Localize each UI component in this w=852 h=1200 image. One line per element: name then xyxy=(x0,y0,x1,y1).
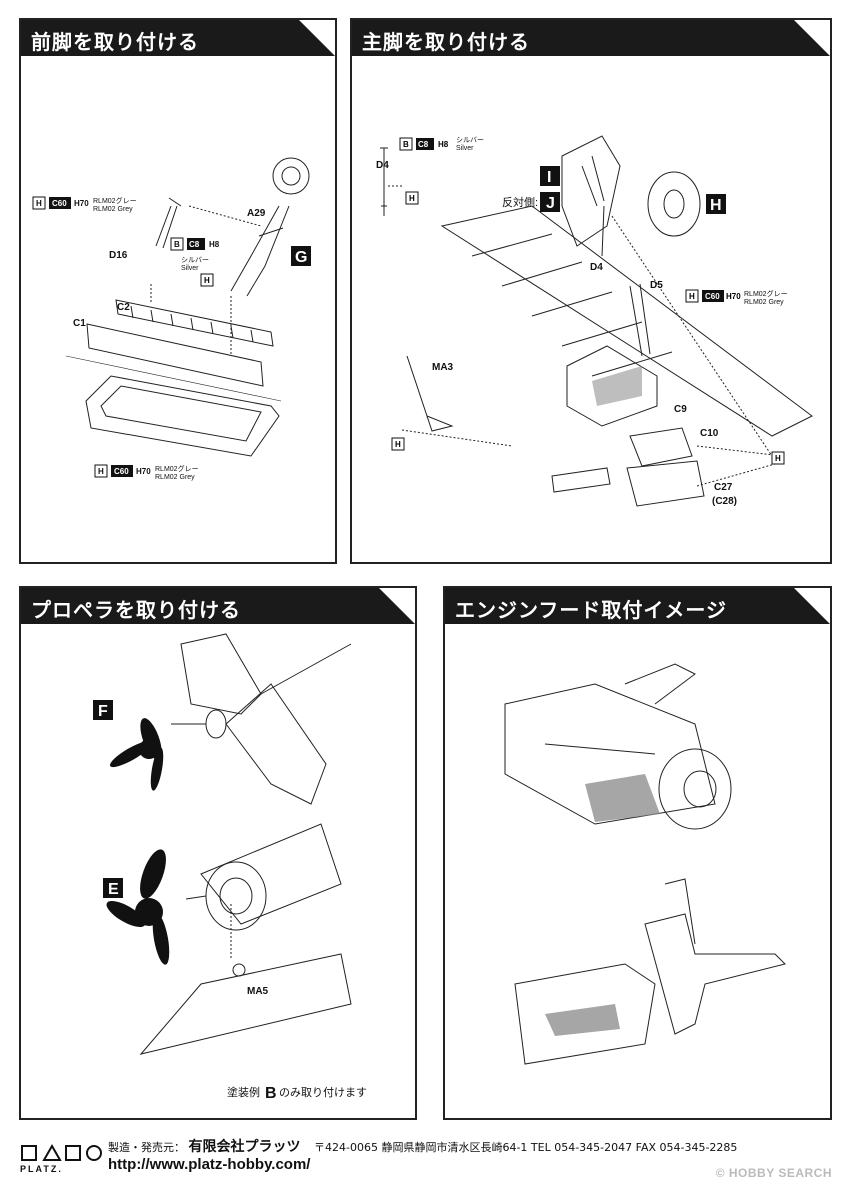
svg-text:H: H xyxy=(98,467,104,476)
callout-i-badge xyxy=(540,166,560,186)
paint-callout-silver: B C8 H8 シルバー Silver xyxy=(399,136,484,152)
h-marker-ma3 xyxy=(391,437,405,451)
svg-text:H: H xyxy=(36,199,42,208)
callout-g-badge xyxy=(291,246,311,266)
svg-text:H8: H8 xyxy=(438,140,449,149)
part-d16: D16 xyxy=(109,250,128,261)
callout-h-letter: H xyxy=(710,197,722,214)
part-d4-pin: D4 xyxy=(376,160,389,171)
svg-text:B: B xyxy=(403,140,409,149)
svg-text:Silver: Silver xyxy=(456,145,474,152)
scheme-note-post: のみ取り付けます xyxy=(279,1086,367,1099)
part-ma3: MA3 xyxy=(432,362,454,373)
svg-text:H: H xyxy=(689,292,695,301)
part-c10: C10 xyxy=(700,428,719,439)
panel-hood: エンジンフード取付イメージ xyxy=(443,586,832,1120)
part-ma5: MA5 xyxy=(247,986,269,997)
panel-nose-gear: 前脚を取り付ける A29 D16 C1 C2 xyxy=(19,18,337,564)
part-c9: C9 xyxy=(674,404,687,415)
svg-text:H70: H70 xyxy=(726,292,741,301)
address: 〒424-0065 静岡県静岡市清水区長崎64-1 TEL 054-345-20… xyxy=(314,1141,738,1154)
callout-h-badge xyxy=(706,194,726,214)
panel-title: エンジンフード取付イメージ xyxy=(455,598,727,622)
svg-text:H70: H70 xyxy=(74,199,89,208)
callout-e-letter: E xyxy=(108,881,119,898)
h-marker-label: H xyxy=(204,276,210,285)
svg-text:C8: C8 xyxy=(189,240,200,249)
panel-title: プロペラを取り付ける xyxy=(31,598,241,622)
propeller-e xyxy=(106,849,170,965)
part-d5: D5 xyxy=(650,280,663,291)
callout-g-letter: G xyxy=(295,249,307,266)
svg-text:RLM02グレー: RLM02グレー xyxy=(155,464,199,473)
svg-text:H: H xyxy=(775,454,781,463)
panel-propeller: プロペラを取り付ける xyxy=(19,586,417,1120)
svg-text:H8: H8 xyxy=(209,240,220,249)
svg-text:RLM02 Grey: RLM02 Grey xyxy=(93,206,133,213)
svg-text:シルバー: シルバー xyxy=(181,256,209,264)
hood-shading-lower xyxy=(545,1004,620,1036)
main-gear-diagram: D4 D4 D5 MA3 C9 C10 C27 (C28) I 反対側: J H… xyxy=(376,135,813,507)
svg-text:C60: C60 xyxy=(52,199,67,208)
callout-i-letter: I xyxy=(547,169,551,186)
svg-text:RLM02 Grey: RLM02 Grey xyxy=(744,299,784,306)
propeller-f xyxy=(110,718,164,791)
panel-header: 主脚を取り付ける xyxy=(352,20,830,56)
panel-header: エンジンフード取付イメージ xyxy=(445,588,830,624)
part-d4-rod: D4 xyxy=(590,262,603,273)
svg-text:RLM02グレー: RLM02グレー xyxy=(744,289,788,298)
maker-label: 製造・発売元： xyxy=(108,1141,185,1154)
h-marker-c10 xyxy=(771,451,785,465)
svg-text:RLM02 Grey: RLM02 Grey xyxy=(155,474,195,481)
svg-text:B: B xyxy=(174,240,180,249)
part-a29: A29 xyxy=(247,208,266,219)
company-name: 有限会社プラッツ xyxy=(188,1139,301,1155)
brand-text: PLATZ. xyxy=(20,1164,63,1174)
callout-f-letter: F xyxy=(98,703,108,720)
svg-text:C60: C60 xyxy=(114,467,129,476)
callout-j-badge xyxy=(540,192,560,212)
propeller-diagram: F E MA5 塗装例 B のみ取り付けます xyxy=(93,633,367,1102)
svg-text:H: H xyxy=(409,194,415,203)
panel-header: 前脚を取り付ける xyxy=(21,20,335,56)
part-c2: C2 xyxy=(117,302,130,313)
callout-e-badge xyxy=(103,878,123,898)
hood-shading-upper xyxy=(585,774,660,822)
callout-j-letter: J xyxy=(546,195,555,212)
svg-text:RLM02グレー: RLM02グレー xyxy=(93,196,137,205)
scheme-note-pre: 塗装例 xyxy=(227,1085,260,1099)
hood-diagram xyxy=(504,663,786,1065)
scheme-letter: B xyxy=(265,1085,277,1102)
panel-title: 前脚を取り付ける xyxy=(31,30,199,54)
platz-logo xyxy=(21,1143,102,1161)
callout-f-badge xyxy=(93,700,113,720)
h-marker xyxy=(200,273,214,287)
svg-text:C60: C60 xyxy=(705,292,720,301)
panel-title: 主脚を取り付ける xyxy=(362,30,530,54)
h-marker-d4 xyxy=(405,191,419,205)
website-link[interactable]: http://www.platz-hobby.com/ xyxy=(108,1156,311,1173)
svg-text:H70: H70 xyxy=(136,467,151,476)
footer: PLATZ. 製造・発売元： 有限会社プラッツ 〒424-0065 静岡県静岡市… xyxy=(20,1128,832,1198)
svg-text:Silver: Silver xyxy=(181,265,199,272)
paint-callout-silver: B C8 H8 シルバー Silver xyxy=(170,237,220,272)
bay-shading xyxy=(592,366,642,406)
svg-text:H: H xyxy=(395,440,401,449)
panel-main-gear: 主脚を取り付ける xyxy=(350,18,832,564)
svg-text:C8: C8 xyxy=(418,140,429,149)
panel-header: プロペラを取り付ける xyxy=(21,588,415,624)
paint-callout-rlm02: H C60 H70 RLM02グレー RLM02 Grey xyxy=(685,289,788,306)
opposite-side-label: 反対側: xyxy=(502,195,538,209)
maker-info: 製造・発売元： 有限会社プラッツ 〒424-0065 静岡県静岡市清水区長崎64… xyxy=(108,1136,737,1156)
part-c1: C1 xyxy=(73,318,86,329)
watermark: © HOBBY SEARCH xyxy=(715,1166,832,1180)
svg-text:シルバー: シルバー xyxy=(456,136,484,144)
nose-gear-diagram: A29 D16 C1 C2 G H C60 H70 RLM02グレー RLM02… xyxy=(32,157,311,481)
paint-callout-rlm02-bottom: H C60 H70 RLM02グレー RLM02 Grey xyxy=(94,464,199,481)
paint-callout-rlm02-top: H C60 H70 RLM02グレー RLM02 Grey xyxy=(32,196,137,213)
part-c28: (C28) xyxy=(712,496,737,507)
part-c27: C27 xyxy=(714,482,733,493)
